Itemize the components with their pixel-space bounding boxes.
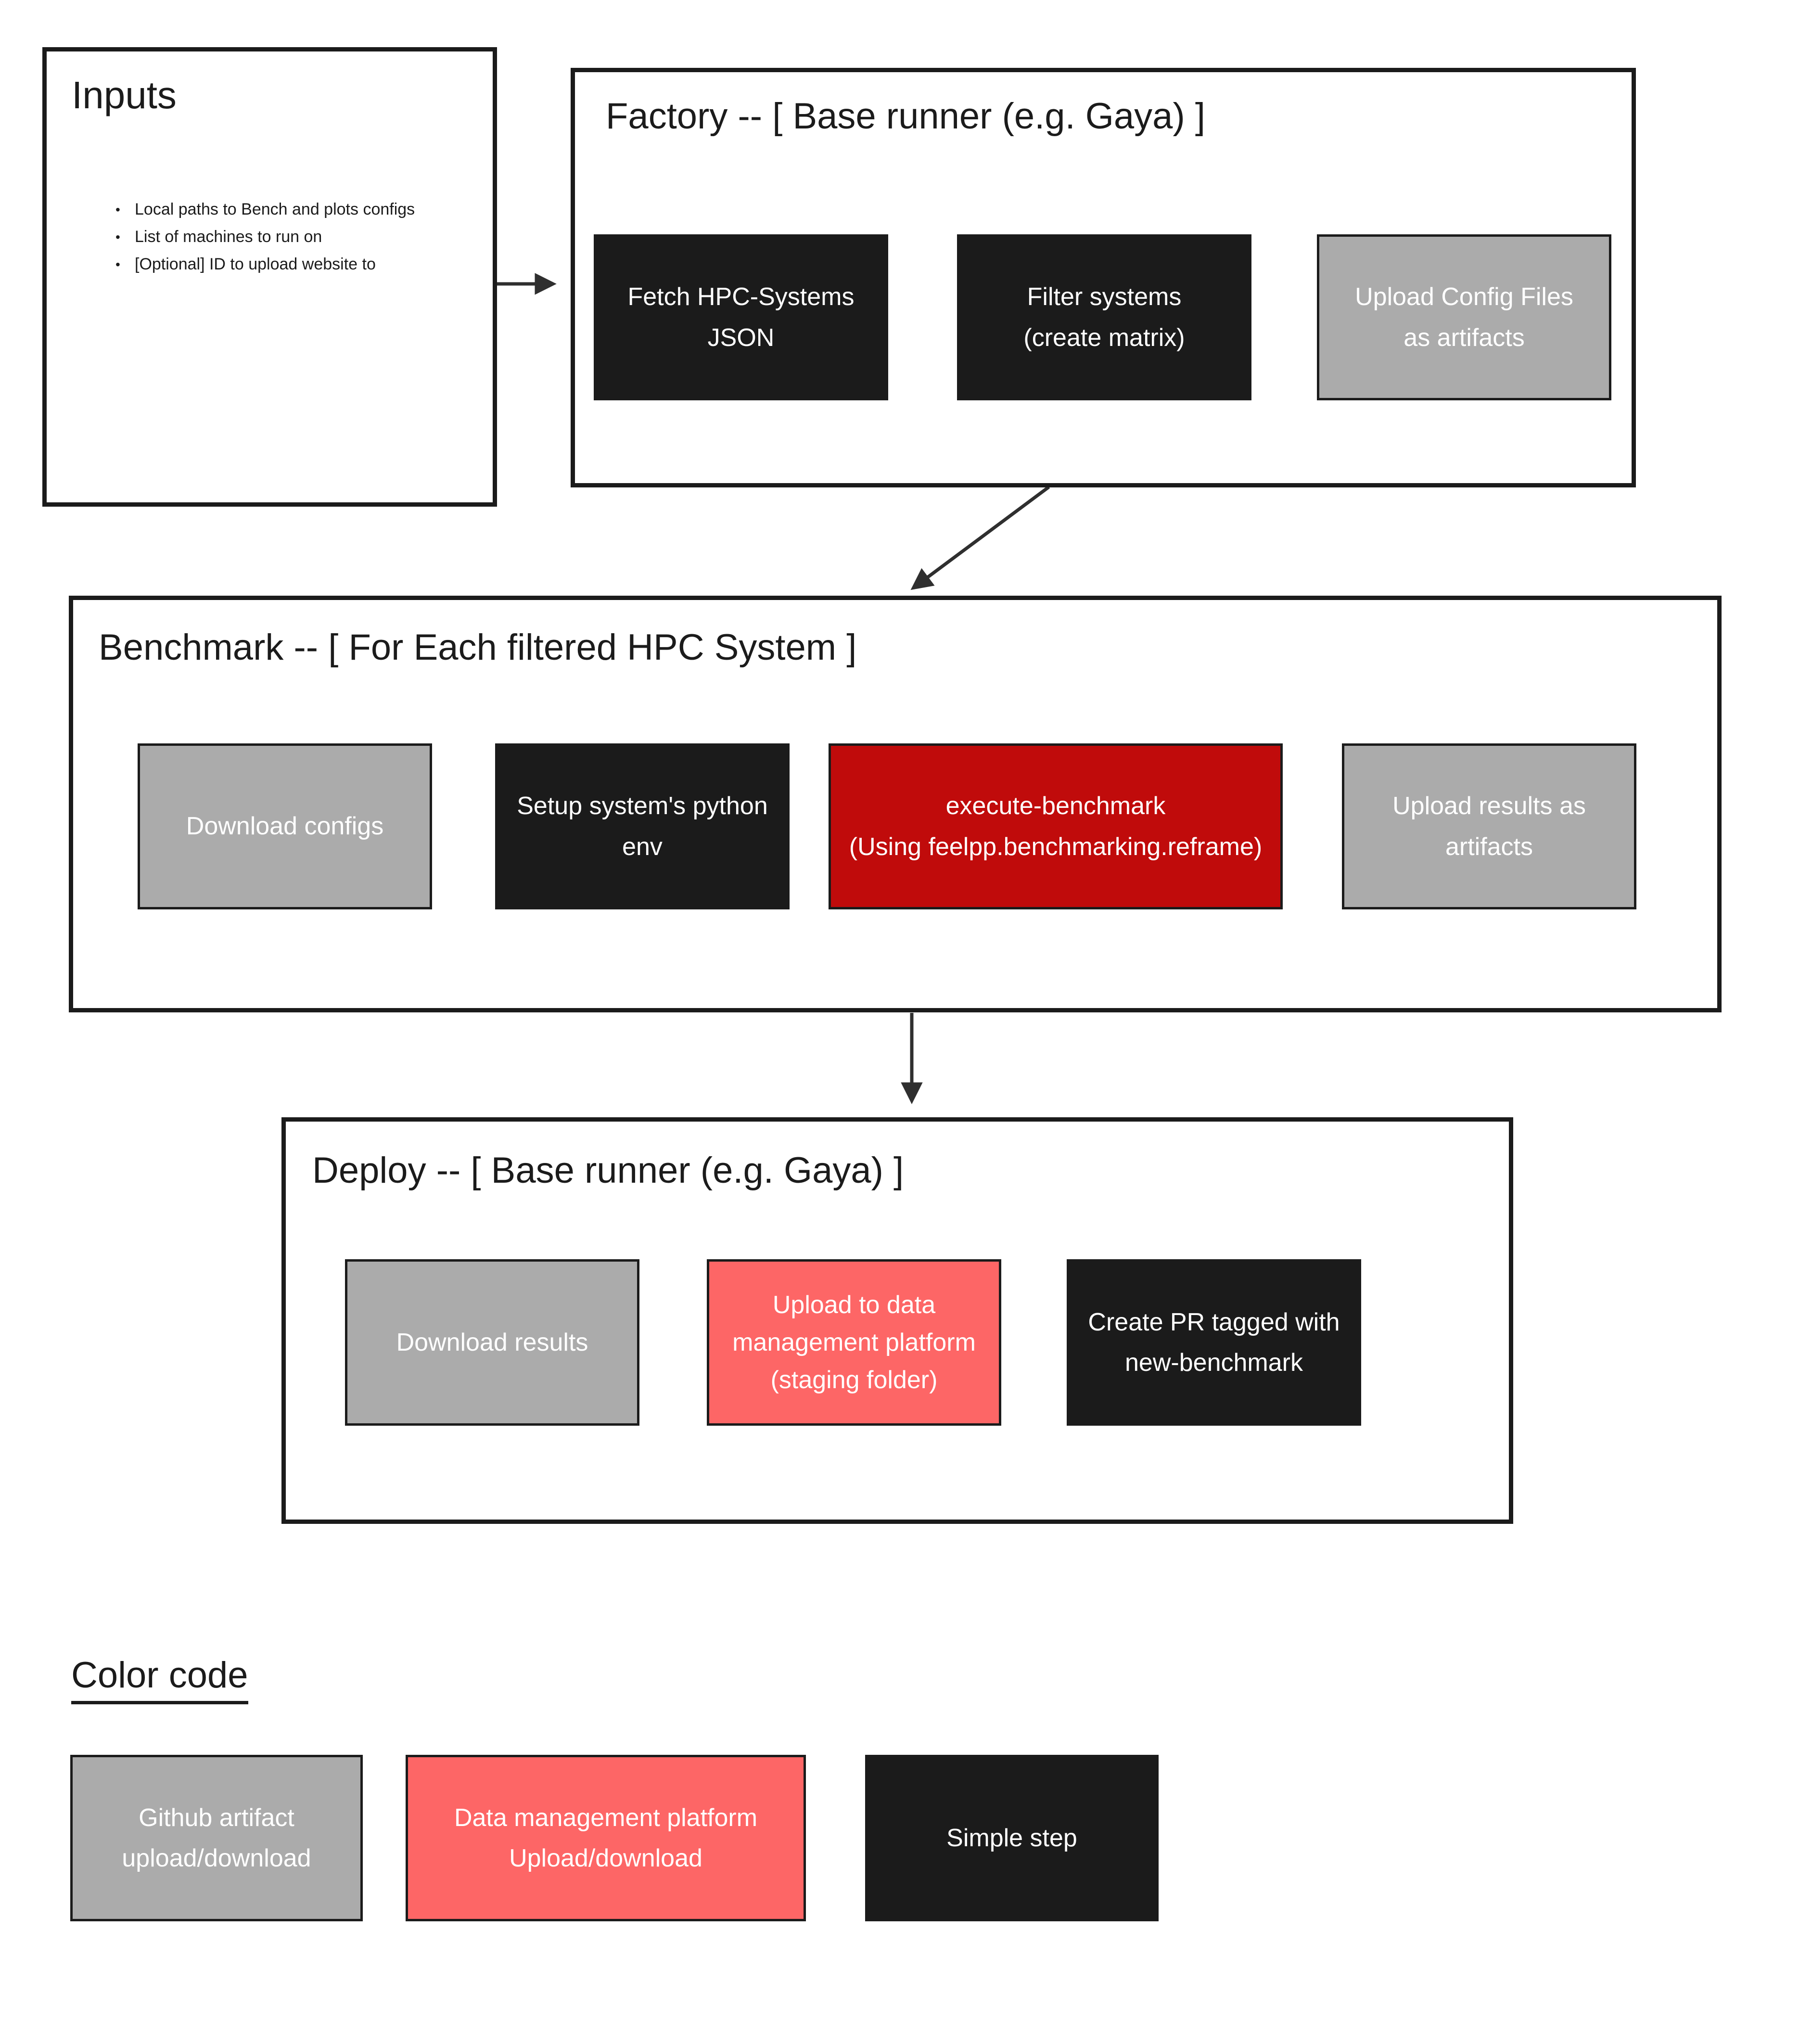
inputs-bullet-item: [Optional] ID to upload website to xyxy=(112,251,415,278)
step-fetch-hpc-systems-json: Fetch HPC-Systems JSON xyxy=(594,234,888,400)
step-create-pr-new-benchmark: Create PR tagged with new-benchmark xyxy=(1067,1259,1361,1426)
color-code-title: Color code xyxy=(71,1654,248,1704)
step-download-results: Download results xyxy=(345,1259,639,1426)
step-filter-systems: Filter systems (create matrix) xyxy=(957,234,1251,400)
benchmark-title: Benchmark -- [ For Each filtered HPC Sys… xyxy=(99,627,857,668)
step-upload-to-data-management-platform: Upload to data management platform (stag… xyxy=(707,1259,1001,1426)
step-upload-results: Upload results as artifacts xyxy=(1342,743,1636,909)
step-setup-python-env: Setup system's python env xyxy=(495,743,790,909)
section-deploy: Deploy -- [ Base runner (e.g. Gaya) ] Do… xyxy=(281,1117,1513,1524)
factory-title: Factory -- [ Base runner (e.g. Gaya) ] xyxy=(606,96,1205,137)
step-execute-benchmark: execute-benchmark (Using feelpp.benchmar… xyxy=(829,743,1283,909)
arrow-factory-to-benchmark xyxy=(910,485,1050,590)
legend-item-simple-step: Simple step xyxy=(865,1755,1159,1921)
step-download-configs: Download configs xyxy=(138,743,432,909)
deploy-title: Deploy -- [ Base runner (e.g. Gaya) ] xyxy=(312,1150,904,1191)
section-benchmark: Benchmark -- [ For Each filtered HPC Sys… xyxy=(69,596,1722,1012)
legend-item-data-management-platform: Data management platform Upload/download xyxy=(406,1755,806,1921)
inputs-bullet-item: Local paths to Bench and plots configs xyxy=(112,196,415,223)
step-upload-config-files: Upload Config Files as artifacts xyxy=(1317,234,1611,400)
legend-item-github-artifact: Github artifact upload/download xyxy=(70,1755,363,1921)
section-inputs: Inputs Local paths to Bench and plots co… xyxy=(42,47,497,507)
inputs-bullet-list: Local paths to Bench and plots configs L… xyxy=(112,196,415,278)
inputs-title: Inputs xyxy=(72,74,177,116)
inputs-bullet-item: List of machines to run on xyxy=(112,223,415,251)
section-factory: Factory -- [ Base runner (e.g. Gaya) ] F… xyxy=(571,68,1636,487)
